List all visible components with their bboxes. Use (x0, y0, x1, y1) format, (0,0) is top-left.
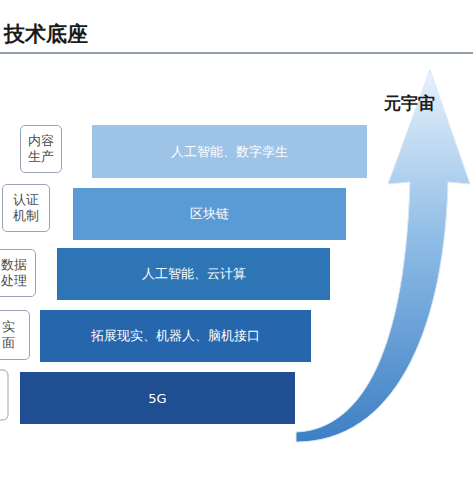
layer-text: 拓展现实、机器人、脑机接口 (91, 327, 260, 345)
label-text: 认证机制 (13, 192, 39, 225)
title-rule (0, 52, 473, 54)
label-box: 实面 (0, 310, 30, 360)
label-text: 实面 (2, 319, 15, 352)
cut-label-box (0, 370, 8, 420)
layer-bar: 区块链 (73, 188, 346, 240)
layer-text: 人工智能、数字孪生 (171, 143, 288, 161)
layer-bar: 5G (20, 372, 295, 424)
label-box: 认证机制 (2, 184, 50, 232)
layer-bar: 人工智能、云计算 (57, 248, 330, 300)
label-box: 数据处理 (0, 249, 36, 297)
layer-bar: 拓展现实、机器人、脑机接口 (40, 310, 311, 362)
layer-text: 区块链 (190, 205, 229, 223)
label-text: 数据处理 (1, 257, 27, 290)
layer-text: 5G (148, 391, 166, 406)
title: 技术底座 (4, 20, 88, 48)
layer-bar: 人工智能、数字孪生 (92, 125, 367, 178)
label-box: 内容生产 (20, 125, 62, 173)
arrow-label: 元宇宙 (384, 92, 435, 115)
label-text: 内容生产 (28, 133, 54, 166)
layer-text: 人工智能、云计算 (142, 265, 246, 283)
